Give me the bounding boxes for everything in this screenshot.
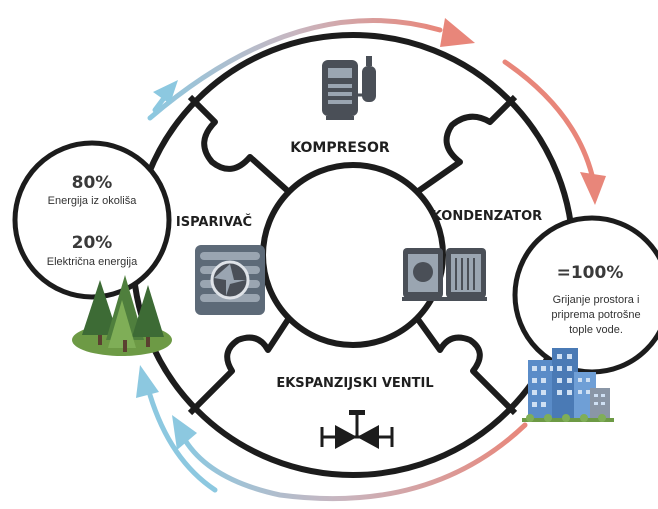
valve-icon [320, 410, 394, 449]
expansion-valve-label: EKSPANZIJSKI VENTIL [276, 376, 433, 391]
condenser-icon [402, 248, 487, 301]
forest-icon [72, 275, 172, 356]
evaporator-icon [195, 245, 265, 315]
output-label-line3: tople vode. [569, 324, 623, 336]
compressor-icon [322, 56, 376, 120]
electric-label: Električna energija [47, 256, 138, 268]
compressor-label: KOMPRESOR [290, 140, 390, 156]
input-bubble [12, 140, 172, 300]
environment-label: Energija iz okoliša [48, 195, 138, 207]
puzzle-dividers [187, 94, 518, 416]
output-label-line1: Grijanje prostora i [553, 294, 640, 306]
output-label-line2: priprema potrošne [551, 309, 640, 321]
electric-percent: 20% [72, 233, 113, 253]
evaporator-label: ISPARIVAČ [176, 214, 252, 230]
output-percent: =100% [557, 263, 624, 283]
condenser-label: KONDENZATOR [432, 209, 542, 224]
flow-arrows [136, 18, 606, 502]
environment-percent: 80% [72, 173, 113, 193]
building-icon [522, 348, 614, 422]
